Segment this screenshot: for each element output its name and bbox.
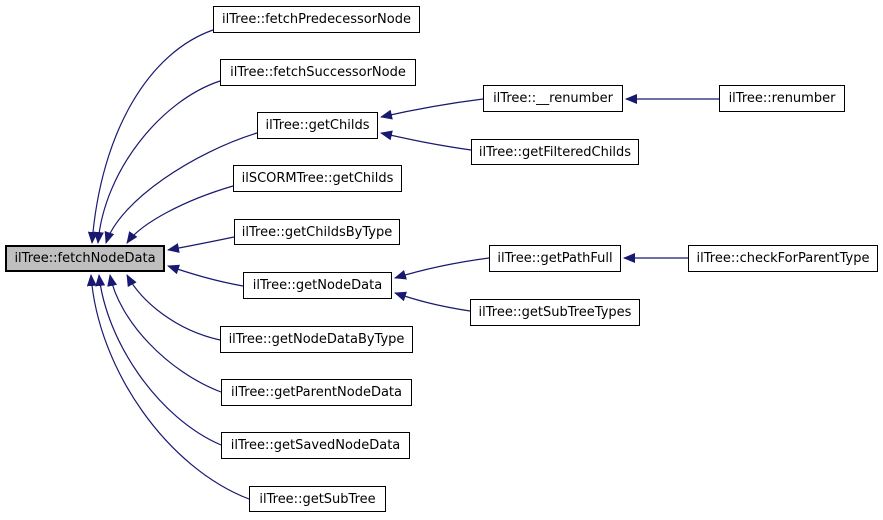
node-renumber[interactable]: ilTree::renumber [719,85,845,112]
node-get-path-full[interactable]: ilTree::getPathFull [489,245,621,272]
edge-fetch-successor-to-fetchnodedata [93,80,221,244]
node-fetch-successor-node[interactable]: ilTree::fetchSuccessorNode [220,59,416,86]
edge-renumber-private-to-getchilds [380,98,484,120]
edge-getnodedatabytype-to-fetchnodedata [126,274,221,341]
node-get-childs-by-type[interactable]: ilTree::getChildsByType [234,219,400,245]
edge-getparentnodedata-to-fetchnodedata [107,274,222,393]
edge-getchilds-to-fetchnodedata [104,132,258,244]
node-get-saved-node-data[interactable]: ilTree::getSavedNodeData [221,432,410,459]
node-get-node-data-by-type[interactable]: ilTree::getNodeDataByType [220,326,413,353]
edge-getsubtree-to-fetchnodedata [86,274,250,500]
node-get-parent-node-data[interactable]: ilTree::getParentNodeData [221,379,412,406]
node-get-node-data[interactable]: ilTree::getNodeData [243,272,392,299]
node-get-sub-tree-types[interactable]: ilTree::getSubTreeTypes [470,299,640,326]
edge-getpathfull-to-getnodedata [394,257,490,280]
node-renumber-private[interactable]: ilTree::__renumber [483,85,623,112]
edge-getchildsbytype-to-fetchnodedata [167,236,235,253]
edge-getsavednodedata-to-fetchnodedata [95,274,222,446]
edge-scorm-getchilds-to-fetchnodedata [126,185,234,244]
node-get-sub-tree[interactable]: ilTree::getSubTree [249,486,386,512]
edge-fetch-predecessor-to-fetchnodedata [87,29,214,244]
node-scorm-get-childs[interactable]: ilSCORMTree::getChilds [233,165,402,192]
node-get-childs[interactable]: ilTree::getChilds [257,112,378,139]
node-fetch-node-data: ilTree::fetchNodeData [5,245,165,272]
node-get-filtered-childs[interactable]: ilTree::getFilteredChilds [471,139,639,165]
node-check-for-parent-type[interactable]: ilTree::checkForParentType [688,245,878,272]
edge-getnodedata-to-fetchnodedata [167,264,244,287]
edge-getfilteredchilds-to-getchilds [380,130,472,151]
edge-getsubtreetypes-to-getnodedata [394,291,471,312]
node-fetch-predecessor-node[interactable]: ilTree::fetchPredecessorNode [213,6,420,33]
